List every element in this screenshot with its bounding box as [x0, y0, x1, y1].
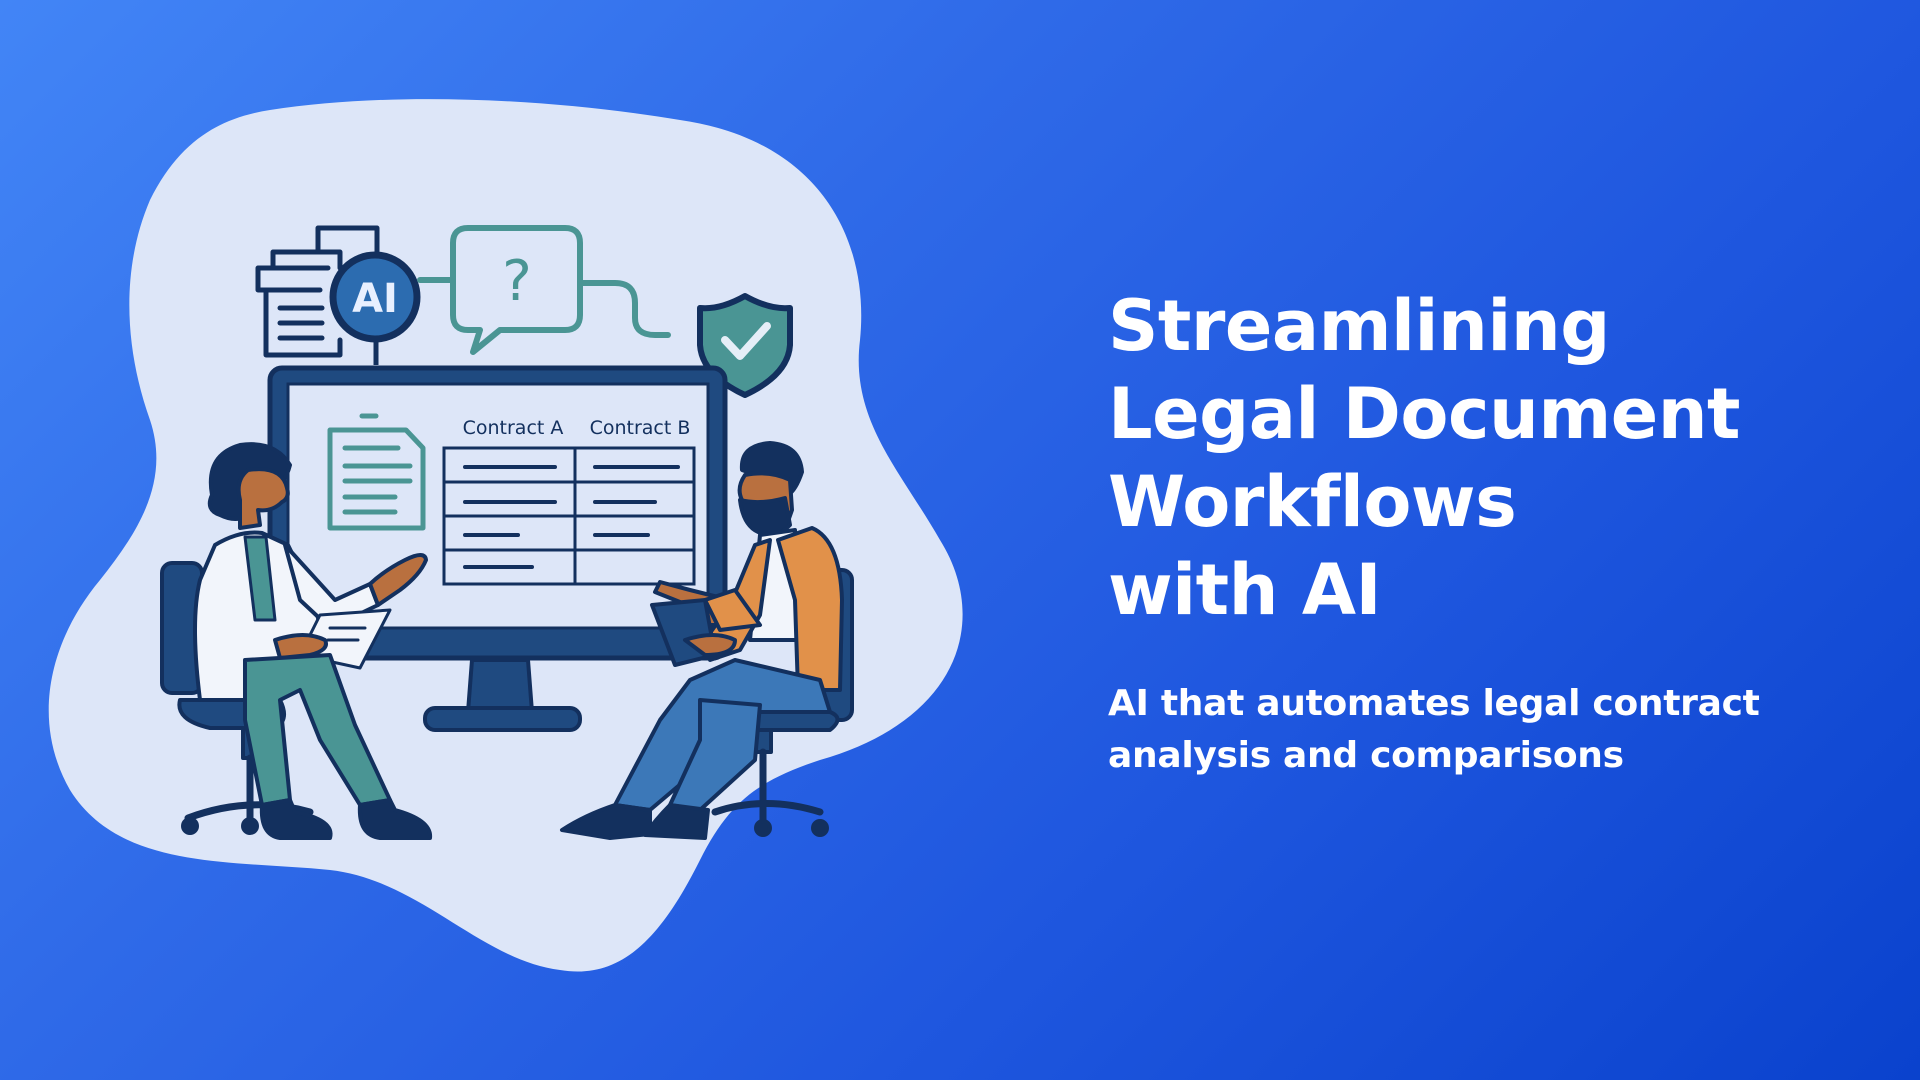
woman-figure [160, 442, 433, 840]
hero-title-line-4: with AI [1108, 549, 1382, 631]
column-header-contract-a: Contract A [463, 417, 564, 439]
document-stack-icon [255, 225, 380, 358]
ai-badge-icon: AI [329, 251, 421, 365]
hero-subtitle-line-2: analysis and comparisons [1108, 735, 1624, 776]
ai-badge-label: AI [352, 276, 398, 322]
hero-title-line-3: Workflows [1108, 461, 1517, 543]
hero-text-block: Streamlining Legal Document Workflows wi… [1108, 282, 1888, 782]
comparison-table [442, 446, 696, 586]
hero-illustration: AI ? Contract A Contract B [48, 99, 963, 972]
man-figure [560, 441, 854, 840]
column-header-contract-b: Contract B [590, 417, 691, 439]
hero-title-line-2: Legal Document [1108, 373, 1741, 455]
document-icon [327, 413, 426, 531]
hero-subtitle: AI that automates legal contract analysi… [1108, 678, 1888, 782]
hero-title: Streamlining Legal Document Workflows wi… [1108, 282, 1888, 634]
question-mark: ? [502, 249, 532, 314]
question-speech-bubble-icon [417, 225, 671, 355]
hero-title-line-1: Streamlining [1108, 285, 1610, 367]
hero-subtitle-line-1: AI that automates legal contract [1108, 683, 1760, 724]
